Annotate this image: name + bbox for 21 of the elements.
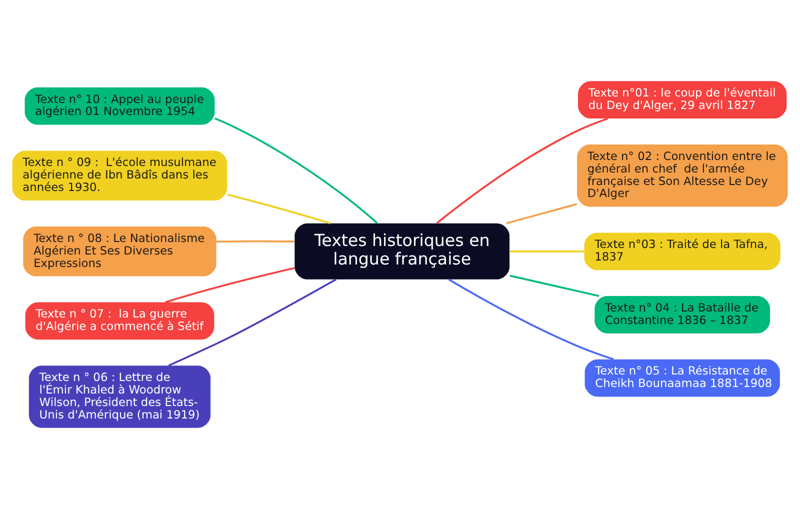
connector <box>506 202 578 224</box>
connector <box>214 117 378 224</box>
node-box: Texte n ° 08 : Le Nationalisme Algérien Et Ses Diverses Expressions <box>23 226 216 276</box>
connector <box>216 240 294 242</box>
connector <box>436 117 608 224</box>
node-box: Texte n° 02 : Convention entre le général en chef de l'armée française et Son Altesse Le Dey D'Alger <box>576 144 788 206</box>
node-box: Textes historiques en langue française <box>294 222 510 279</box>
connector <box>510 250 584 252</box>
connector <box>165 266 295 303</box>
node-box: Texte n° 10 : Appel au peuple algérien 01 Novembre 1954 <box>24 86 215 124</box>
connector <box>448 278 614 360</box>
node-box: Texte n° 04 : La Bataille de Constantine 1836 – 1837 <box>594 296 770 333</box>
node-box: Texte n°03 : Traité de la Tafna, 1837 <box>584 232 780 270</box>
node-box: Texte n ° 06 : Lettre de l'Émir Khaled à Woodrow Wilson, Président des États-Unis d'Amérique (mai 1919) <box>28 365 211 428</box>
node-box: Texte n°01 : le coup de l'éventail du Dey d'Alger, 29 avril 1827 <box>578 80 787 118</box>
connector <box>510 274 600 296</box>
connector <box>227 193 330 224</box>
node-box: Texte n° 05 : La Résistance de Cheikh Bounaamaa 1881-1908 <box>584 358 780 396</box>
connector <box>168 278 337 366</box>
node-box: Texte n ° 07 : la La guerre d'Algérie a commencé à Sétif <box>25 302 214 340</box>
node-box: Texte n ° 09 : L'école musulmane algérienne de Ibn Bâdîs dans les années 1930. <box>12 150 228 200</box>
